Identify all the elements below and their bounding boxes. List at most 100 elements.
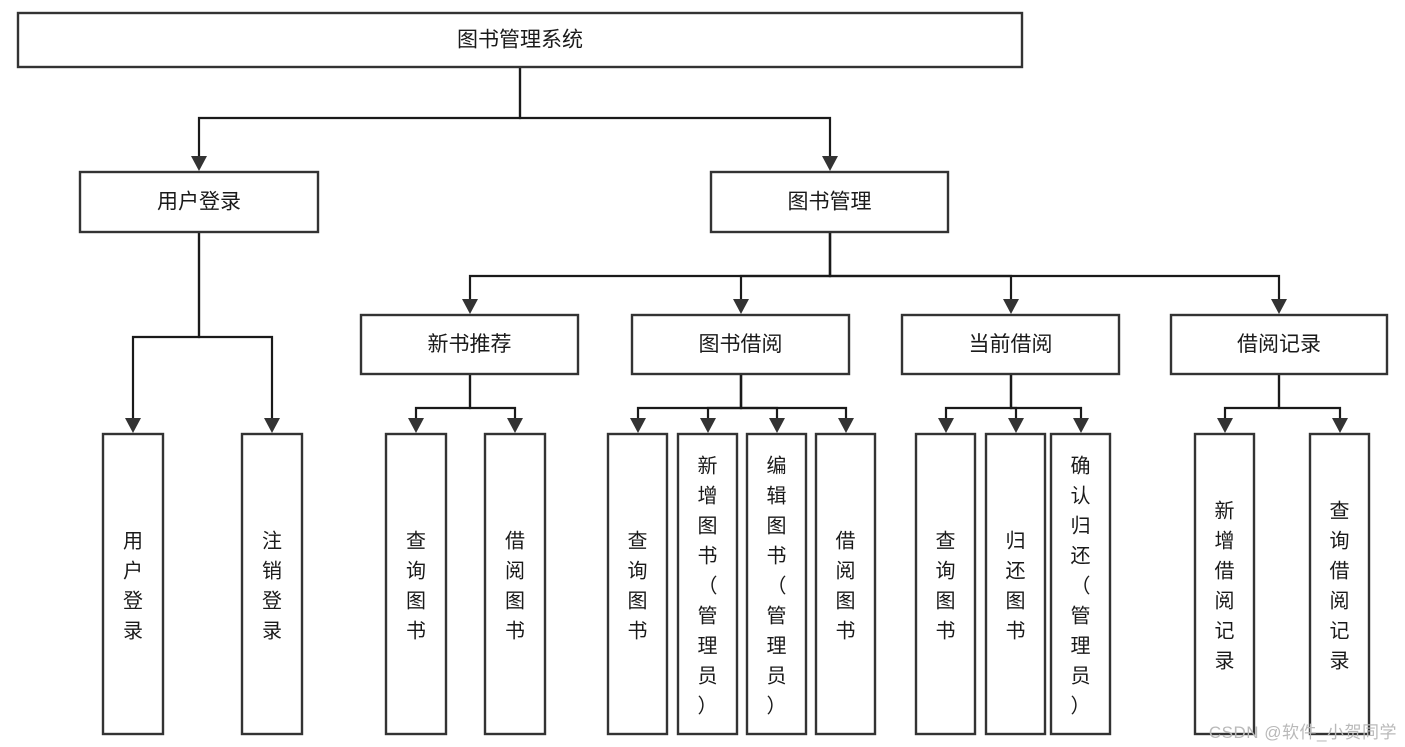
node-leaf-borrow-borrow-book[interactable]: 借阅图书 [814,432,877,736]
node-leaf-record-query[interactable]: 查询借阅记录 [1308,432,1371,736]
connector-line [131,232,201,423]
node-label-vertical: 归还图书 [1006,529,1026,642]
connector-current-borrow-to-leaf-current-confirm-return [1009,374,1089,433]
node-label: 新书推荐 [428,333,512,356]
node-label: 图书借阅 [699,333,783,356]
connector-layer [125,67,1348,433]
arrow-head-icon [733,299,749,314]
node-book-borrow[interactable]: 图书借阅 [630,313,851,376]
node-box[interactable] [814,432,877,736]
node-box[interactable] [676,432,739,736]
node-box[interactable] [101,432,165,736]
node-label-vertical: 注销登录 [262,529,282,642]
connector-line [636,374,743,423]
connector-line [1277,374,1342,423]
arrow-head-icon [507,418,523,433]
node-box[interactable] [1308,432,1371,736]
node-label: 图书管理系统 [457,29,583,52]
node-layer: 图书管理系统用户登录图书管理新书推荐图书借阅当前借阅借阅记录用户登录注销登录查询… [16,11,1389,736]
connector-line [828,232,1281,304]
node-box[interactable] [745,432,808,736]
connector-book-manage-to-new-book-rec [462,232,832,314]
connector-line [1223,374,1281,423]
connector-book-borrow-to-leaf-borrow-borrow-book [739,374,854,433]
arrow-head-icon [264,418,280,433]
node-label-vertical: 查询图书 [406,529,426,642]
node-label-vertical: 查询借阅记录 [1330,499,1350,672]
connector-book-borrow-to-leaf-borrow-add-book [700,374,743,433]
node-box[interactable] [1169,313,1389,376]
node-box[interactable] [359,313,580,376]
node-box[interactable] [900,313,1121,376]
node-box[interactable] [914,432,977,736]
node-box[interactable] [1193,432,1256,736]
node-leaf-rec-borrow-book[interactable]: 借阅图书 [483,432,547,736]
connector-line [468,374,517,423]
connector-line [739,232,832,304]
connector-borrow-record-to-leaf-record-query [1277,374,1348,433]
node-leaf-rec-query-book[interactable]: 查询图书 [384,432,448,736]
node-book-manage[interactable]: 图书管理 [709,170,950,234]
node-box[interactable] [709,170,950,234]
node-leaf-record-add[interactable]: 新增借阅记录 [1193,432,1256,736]
node-box[interactable] [16,11,1024,69]
connector-book-manage-to-borrow-record [828,232,1287,314]
node-label-vertical: 查询图书 [936,529,956,642]
node-box[interactable] [384,432,448,736]
connector-book-borrow-to-leaf-borrow-edit-book [739,374,785,433]
node-box[interactable] [240,432,304,736]
arrow-head-icon [408,418,424,433]
node-label-vertical: 借阅图书 [836,529,856,642]
node-box[interactable] [1049,432,1112,736]
connector-book-manage-to-book-borrow [733,232,832,314]
connector-line [468,232,832,304]
node-label: 图书管理 [788,191,872,214]
node-borrow-record[interactable]: 借阅记录 [1169,313,1389,376]
node-root[interactable]: 图书管理系统 [16,11,1024,69]
node-new-book-rec[interactable]: 新书推荐 [359,313,580,376]
connector-borrow-record-to-leaf-record-add [1217,374,1281,433]
node-leaf-user-login[interactable]: 用户登录 [101,432,165,736]
node-leaf-borrow-add-book[interactable]: 新增图书（管理员） [676,432,739,736]
node-label-vertical: 借阅图书 [505,529,525,642]
arrow-head-icon [1332,418,1348,433]
arrow-head-icon [1271,299,1287,314]
connector-book-borrow-to-leaf-borrow-query-book [630,374,743,433]
arrow-head-icon [700,418,716,433]
node-label-vertical: 确认归还（管理员） [1071,454,1091,717]
node-user-login[interactable]: 用户登录 [78,170,320,234]
node-leaf-current-confirm-return[interactable]: 确认归还（管理员） [1049,432,1112,736]
connector-line [197,67,522,161]
arrow-head-icon [938,418,954,433]
node-leaf-current-query-book[interactable]: 查询图书 [914,432,977,736]
arrow-head-icon [1217,418,1233,433]
node-label: 当前借阅 [969,333,1053,356]
arrow-head-icon [191,156,207,171]
connector-root-to-user-login [191,67,522,171]
node-leaf-current-return-book[interactable]: 归还图书 [984,432,1047,736]
connector-line [197,232,274,423]
connector-root-to-book-manage [518,67,838,171]
connector-new-book-rec-to-leaf-rec-borrow-book [468,374,523,433]
connector-current-borrow-to-leaf-current-query-book [938,374,1013,433]
node-label: 借阅记录 [1237,333,1321,356]
arrow-head-icon [1073,418,1089,433]
watermark-text: CSDN @软件_小贺同学 [1208,723,1397,742]
connector-line [739,374,848,423]
arrow-head-icon [769,418,785,433]
node-leaf-borrow-edit-book[interactable]: 编辑图书（管理员） [745,432,808,736]
connector-line [1009,374,1083,423]
node-box[interactable] [984,432,1047,736]
node-leaf-borrow-query-book[interactable]: 查询图书 [606,432,669,736]
node-leaf-user-logout[interactable]: 注销登录 [240,432,304,736]
connector-user-login-to-leaf-user-logout [197,232,280,433]
node-box[interactable] [78,170,320,234]
node-current-borrow[interactable]: 当前借阅 [900,313,1121,376]
node-box[interactable] [630,313,851,376]
node-label-vertical: 编辑图书（管理员） [767,454,787,717]
node-label-vertical: 用户登录 [123,530,143,642]
node-box[interactable] [606,432,669,736]
node-box[interactable] [483,432,547,736]
arrow-head-icon [822,156,838,171]
